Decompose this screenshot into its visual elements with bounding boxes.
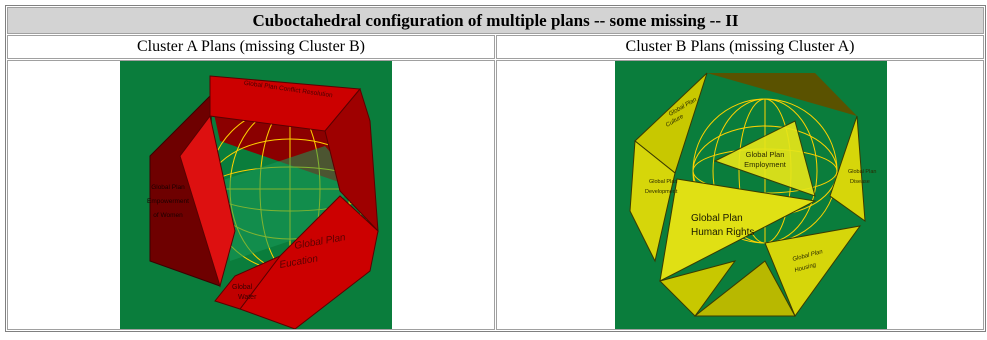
cluster-b-label-disease-2: Disease (850, 179, 870, 185)
cluster-b-label-development-1: Global Plan (649, 179, 677, 185)
cluster-b-image-cell: Global Plan Culture Global Plan Employme… (496, 60, 984, 330)
cluster-b-top-dark-face (707, 73, 857, 116)
cluster-b-bottom-left-face (659, 260, 737, 317)
table-title: Cuboctahedral configuration of multiple … (7, 7, 984, 34)
cluster-a-label-bottom-1: Global (232, 284, 253, 291)
cluster-a-right-side-face (324, 87, 379, 233)
cluster-b-employment-face (713, 120, 816, 197)
cluster-a-label-left-3: of Women (153, 212, 183, 219)
cluster-b-label-disease-1: Global Plan (848, 169, 876, 175)
cluster-a-left-triangle (179, 114, 236, 288)
cluster-b-diagram: Global Plan Culture Global Plan Employme… (615, 61, 887, 329)
cluster-b-human-rights-face (659, 178, 817, 282)
cluster-a-bottom-face (214, 254, 282, 310)
cluster-a-label-left-2: Empowerment (147, 198, 189, 205)
cluster-b-bottom-face (693, 260, 796, 317)
cluster-b-disease-face (829, 115, 866, 223)
cluster-b-housing-face (764, 225, 862, 318)
cluster-b-label-development-2: Development (645, 189, 678, 195)
comparison-table: Cuboctahedral configuration of multiple … (5, 5, 986, 332)
cluster-a-image-cell: Global Plan Conflict Resolution Global P… (7, 60, 495, 330)
cluster-a-label-left-1: Global Plan (151, 184, 185, 191)
cluster-b-label-human-rights-1: Global Plan (691, 213, 743, 224)
cluster-a-diagram: Global Plan Conflict Resolution Global P… (120, 61, 392, 329)
column-header-cluster-a: Cluster A Plans (missing Cluster B) (7, 35, 495, 59)
cluster-b-development-face (629, 140, 676, 263)
cluster-a-inner-band (220, 146, 355, 261)
cluster-a-label-bottom-2: Water (238, 294, 257, 301)
cluster-b-label-housing-2: Housing (794, 262, 817, 274)
cluster-b-label-employment-1: Global Plan (746, 150, 785, 159)
comparison-table-wrapper: Cuboctahedral configuration of multiple … (5, 5, 986, 332)
cluster-b-label-employment-2: Employment (744, 160, 787, 169)
column-header-cluster-b: Cluster B Plans (missing Cluster A) (496, 35, 984, 59)
cluster-b-label-human-rights-2: Human Rights (691, 227, 754, 238)
